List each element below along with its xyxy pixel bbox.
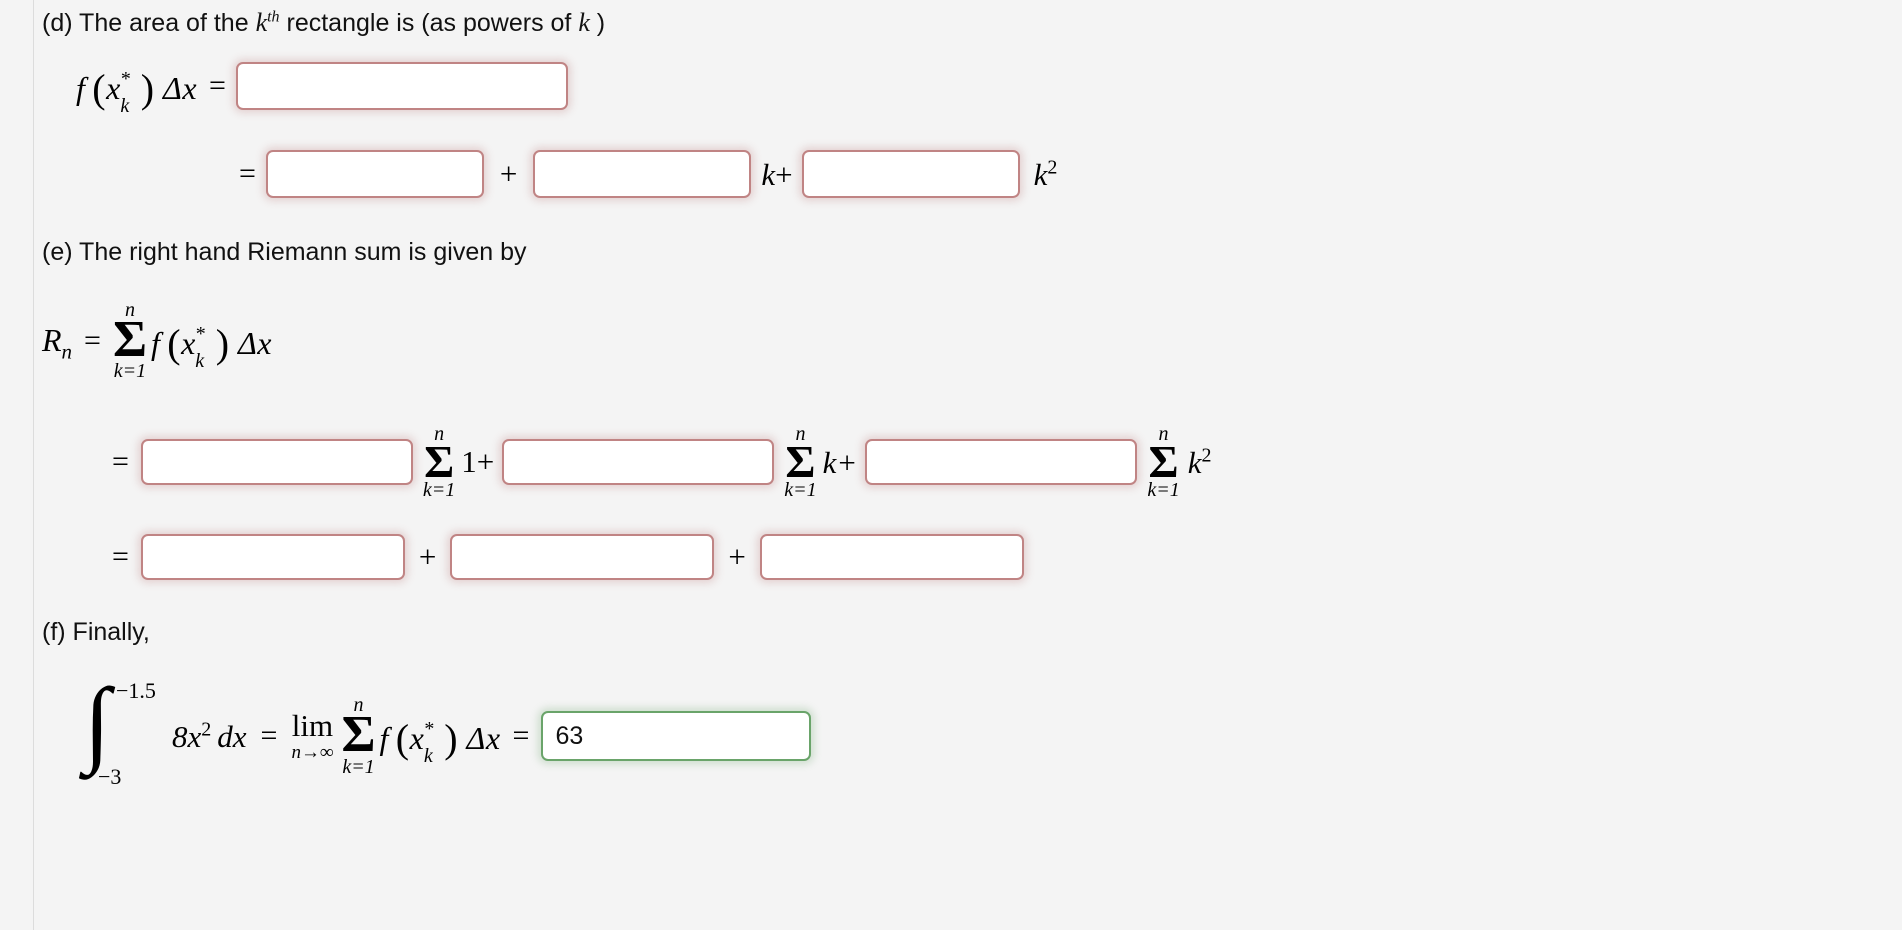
- part-f-answer-input[interactable]: 63: [541, 711, 812, 761]
- part-d-k-symbol-2: k: [578, 8, 590, 37]
- summation-lower-limit: k=1: [342, 755, 375, 778]
- equals-sign: =: [512, 719, 530, 752]
- part-f-summand: f (x*k) Δx: [379, 716, 501, 768]
- part-d-label-lead: (d) The area of the: [42, 9, 256, 37]
- definite-integral: ∫ −1.5 −3: [78, 674, 166, 790]
- summation-lower-limit: k=1: [422, 479, 456, 502]
- part-d-th-superscript: th: [267, 8, 280, 26]
- summation-lower-limit: k=1: [784, 479, 817, 502]
- limit-label: lim: [291, 708, 334, 743]
- summation-operator: n Σ k=1: [113, 300, 147, 381]
- part-d-label-tail: rectangle is (as powers of: [279, 9, 579, 37]
- summation-upper-limit: n: [434, 423, 445, 445]
- sigma-icon: Σ: [785, 436, 816, 487]
- part-d-k-symbol: k: [255, 8, 268, 37]
- part-e-equation-row-1: = n Σ k=1 1+ n Σ k=1 k+ n Σ k=1 k2: [112, 424, 1211, 500]
- k-plus-label: k+: [761, 156, 793, 192]
- problem-body: (d) The area of the kth rectangle is (as…: [34, 0, 1902, 930]
- sigma-icon: Σ: [1148, 436, 1179, 487]
- equals-sign: =: [84, 323, 101, 357]
- variable-x: x: [106, 70, 121, 106]
- delta-x: Δx: [238, 324, 272, 361]
- part-f-prompt: (f) Finally,: [42, 618, 150, 646]
- plus-sign: +: [418, 539, 437, 574]
- part-e-definition-row: Rn = n Σ k=1 f (x*k) Δx: [42, 300, 272, 381]
- summation-lower-limit: k=1: [1147, 479, 1180, 502]
- differential-dx: dx: [217, 718, 247, 754]
- function-f: f: [150, 324, 161, 361]
- part-d-blank-1[interactable]: [235, 62, 568, 110]
- summation-operator-2: n Σ k=1: [784, 424, 816, 500]
- integral-icon: ∫: [84, 668, 111, 775]
- part-d-blank-k-squared[interactable]: [801, 150, 1020, 198]
- star-superscript: *: [120, 68, 132, 91]
- part-d-blank-constant[interactable]: [265, 150, 484, 198]
- k-squared-label: k2: [1033, 156, 1058, 192]
- integrand-exponent: 2: [201, 718, 212, 741]
- part-e-summand: f (x*k) Δx: [150, 320, 272, 372]
- term-k-plus: k+: [822, 444, 858, 480]
- plus-sign: +: [728, 539, 746, 574]
- summation-upper-limit: n: [124, 299, 135, 321]
- equals-sign: =: [239, 157, 256, 190]
- term-one-plus: 1+: [461, 444, 495, 480]
- equals-sign: =: [209, 69, 226, 102]
- part-d-blank-k[interactable]: [533, 150, 752, 198]
- equals-sign: =: [112, 540, 129, 573]
- summation-upper-limit: n: [1158, 423, 1169, 445]
- integrand-coefficient: 8: [172, 718, 188, 754]
- integral-upper-limit: −1.5: [116, 678, 156, 703]
- k-subscript: k: [120, 95, 130, 118]
- part-e-blank-term-1[interactable]: [140, 534, 405, 580]
- part-f-answer-value: 63: [555, 721, 584, 750]
- summation-operator-1: n Σ k=1: [423, 424, 455, 500]
- riemann-sum-symbol: Rn: [42, 322, 73, 364]
- plus-sign: +: [499, 156, 518, 191]
- part-d-label-close: ): [589, 9, 606, 37]
- limit-subscript: n→∞: [291, 742, 334, 763]
- part-e-equation-row-2: = + +: [112, 534, 1024, 580]
- equals-sign: =: [260, 719, 278, 752]
- summation-upper-limit: n: [353, 694, 364, 717]
- part-e-blank-sum-1[interactable]: [140, 439, 413, 486]
- part-e-blank-sum-3[interactable]: [865, 439, 1138, 486]
- part-e-blank-sum-2[interactable]: [502, 439, 775, 486]
- part-d-lhs-expression: f (x*k) Δx: [76, 66, 198, 118]
- limit-operator: lim n→∞: [291, 710, 333, 762]
- sigma-icon: Σ: [112, 311, 147, 368]
- integral-lower-limit: −3: [98, 764, 122, 789]
- part-d-prompt: (d) The area of the kth rectangle is (as…: [42, 8, 605, 38]
- summation-operator-3: n Σ k=1: [1147, 424, 1179, 500]
- summation-upper-limit: n: [795, 423, 806, 445]
- part-e-blank-term-2[interactable]: [450, 534, 715, 580]
- summation-operator: n Σ k=1: [342, 695, 376, 776]
- summation-lower-limit: k=1: [113, 360, 147, 383]
- integrand-variable: x: [187, 718, 202, 754]
- term-k-squared: k2: [1187, 444, 1212, 480]
- delta-x: Δx: [163, 70, 198, 106]
- equals-sign: =: [112, 445, 129, 479]
- part-d-equation-row-1: f (x*k) Δx =: [76, 62, 568, 118]
- sigma-icon: Σ: [341, 706, 376, 764]
- left-margin-divider: [33, 0, 34, 930]
- sigma-icon: Σ: [424, 436, 455, 487]
- function-f: f: [76, 70, 86, 106]
- part-d-equation-row-2: = + k+ k2: [239, 150, 1057, 198]
- part-e-blank-term-3[interactable]: [759, 534, 1024, 580]
- function-f: f: [379, 720, 389, 756]
- delta-x: Δx: [466, 720, 501, 756]
- part-e-prompt: (e) The right hand Riemann sum is given …: [42, 238, 527, 266]
